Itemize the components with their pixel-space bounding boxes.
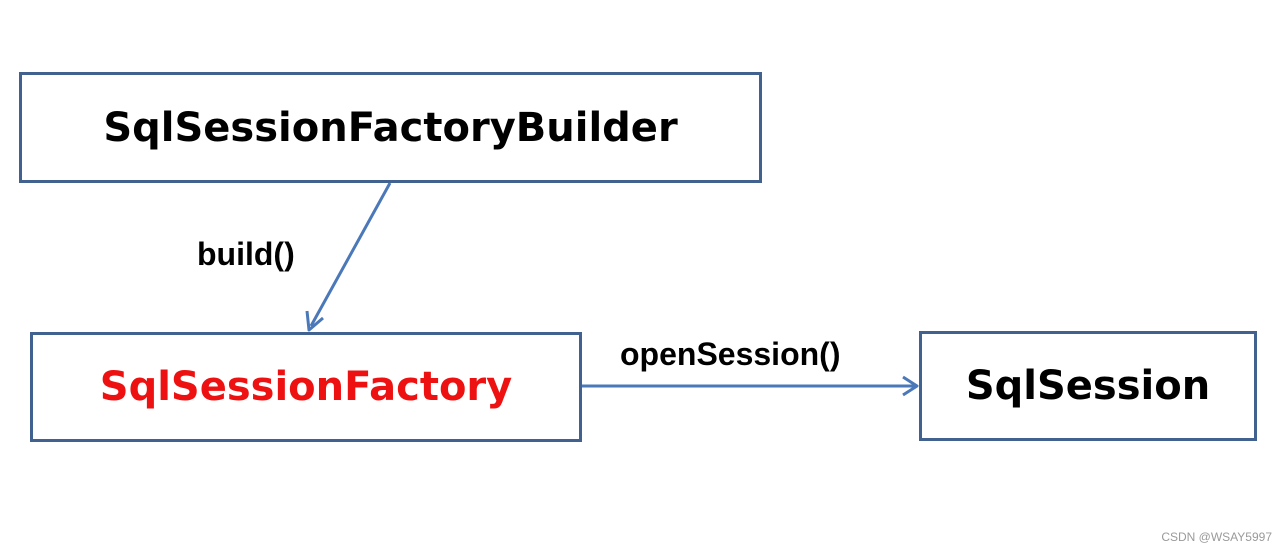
node-label: SqlSessionFactoryBuilder (103, 104, 678, 151)
build-arrowhead (305, 310, 324, 332)
node-sqlsession: SqlSession (919, 331, 1257, 441)
node-label: SqlSessionFactory (99, 364, 513, 410)
open-session-arrowhead (902, 375, 919, 397)
build-arrow-line (309, 182, 392, 327)
node-label: SqlSession (965, 363, 1211, 409)
node-sqlsessionfactory: SqlSessionFactory (30, 332, 582, 442)
edge-label-build: build() (197, 236, 295, 272)
edge-label-open-session: openSession() (620, 336, 841, 372)
watermark: CSDN @WSAY5997 (1161, 530, 1272, 544)
node-sqlsessionfactorybuilder: SqlSessionFactoryBuilder (19, 72, 762, 183)
